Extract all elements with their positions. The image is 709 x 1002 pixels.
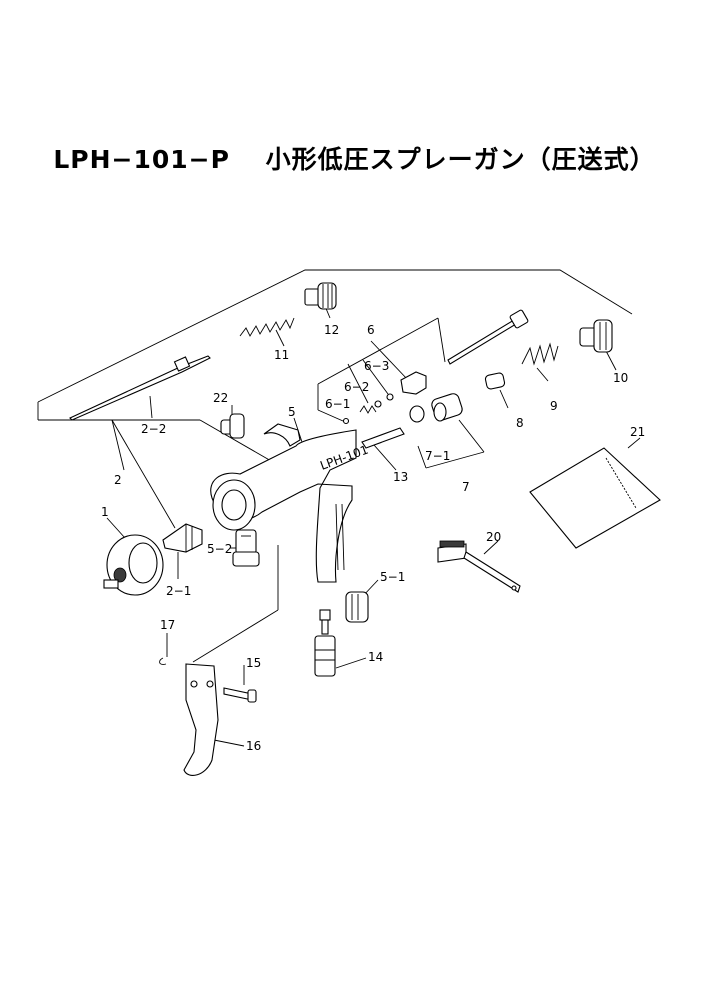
part-5-2-air-inlet: [232, 529, 260, 567]
callout-9: 9: [550, 399, 558, 413]
part-10-nut: [579, 319, 613, 353]
callout-5-1: 5−1: [380, 570, 405, 584]
callout-2-1: 2−1: [166, 584, 191, 598]
page-title: LPH−101−P 小形低圧スプレーガン（圧送式）: [53, 145, 656, 174]
callout-10: 10: [613, 371, 628, 385]
part-11-spring: [239, 317, 295, 337]
part-2-2-needle: [69, 355, 211, 421]
part-6-air-valve: [342, 371, 427, 425]
part-12-adjust-knob: [304, 282, 337, 310]
leader-lines: [37, 269, 641, 747]
callout-7: 7: [462, 480, 470, 494]
callout-6: 6: [367, 323, 375, 337]
callout-20: 20: [486, 530, 501, 544]
part-16-hanger-hook: [183, 663, 219, 776]
callout-15: 15: [246, 656, 261, 670]
callout-7-1: 7−1: [425, 449, 450, 463]
callout-16: 16: [246, 739, 261, 753]
callout-5: 5: [288, 405, 296, 419]
part-22-plug: [220, 413, 245, 439]
part-21-instruction-manual: [529, 447, 661, 549]
callout-13: 13: [393, 470, 408, 484]
callout-5-2: 5−2: [207, 542, 232, 556]
callout-22: 22: [213, 391, 228, 405]
part-8-valve: [484, 372, 506, 390]
callout-6-2: 6−2: [344, 380, 369, 394]
part-7-valve-seat: [409, 393, 463, 423]
part-17-clip: [159, 657, 167, 665]
callout-2: 2: [114, 473, 122, 487]
callout-14: 14: [368, 650, 383, 664]
part-13-pin: [361, 427, 405, 449]
part-5-1-fluid-inlet: [345, 591, 369, 623]
callout-11: 11: [274, 348, 289, 362]
callout-6-1: 6−1: [325, 397, 350, 411]
part-14-adjuster: [314, 609, 336, 677]
callout-labels: 1 2 2−1 2−2 5 5−1 5−2 6 6−1 6−2 6−3 7 7−…: [101, 323, 645, 753]
part-1-air-cap: [103, 534, 164, 596]
callout-8: 8: [516, 416, 524, 430]
callout-21: 21: [630, 425, 645, 439]
callout-6-3: 6−3: [364, 359, 389, 373]
part-2-1-fluid-nozzle: [162, 523, 203, 553]
callout-2-2: 2−2: [141, 422, 166, 436]
part-9-spring: [521, 342, 559, 366]
callout-17: 17: [160, 618, 175, 632]
part-20-cleaning-brush: [437, 540, 521, 593]
callout-1: 1: [101, 505, 109, 519]
callout-12: 12: [324, 323, 339, 337]
part-valve-rod: [447, 309, 529, 365]
part-15-bolt: [223, 687, 257, 703]
